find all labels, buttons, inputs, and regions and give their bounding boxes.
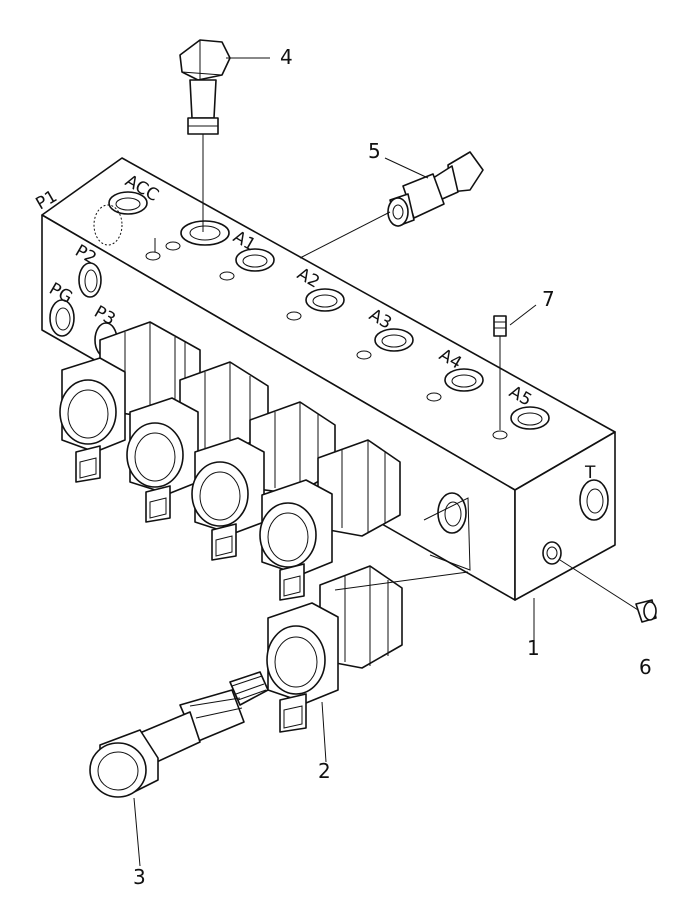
leader-lines [133,57,639,867]
center-bolt-port [180,220,230,246]
callout-3: 3 [133,865,146,889]
bolt [179,39,231,232]
solenoid-valve-1 [59,321,201,483]
callouts: 1 2 3 4 5 6 7 [133,45,652,889]
callout-6: 6 [639,655,652,679]
a1-port [235,248,275,272]
left-face-ports [49,204,467,534]
solenoid-valve-3 [191,401,336,561]
a2-port [305,288,345,312]
a3-port [374,328,414,352]
callout-7: 7 [542,287,555,311]
set-screw [493,315,507,430]
exploded-solenoid-valve [266,565,403,733]
cartridge-valve [89,671,269,798]
label-t: T [584,463,596,483]
acc-port [108,191,148,215]
right-face-ports [542,479,609,565]
callout-4: 4 [280,45,293,69]
a4-port [444,368,484,392]
fitting [387,151,484,227]
callout-2: 2 [318,759,331,783]
plug [635,599,657,623]
solenoid-valve-2 [126,361,269,523]
top-face-ports [108,191,550,440]
callout-1: 1 [527,636,540,660]
a5-port [510,406,550,430]
solenoid-valve-4 [259,439,401,601]
callout-5: 5 [368,139,381,163]
mounted-solenoid-valves [59,321,401,601]
